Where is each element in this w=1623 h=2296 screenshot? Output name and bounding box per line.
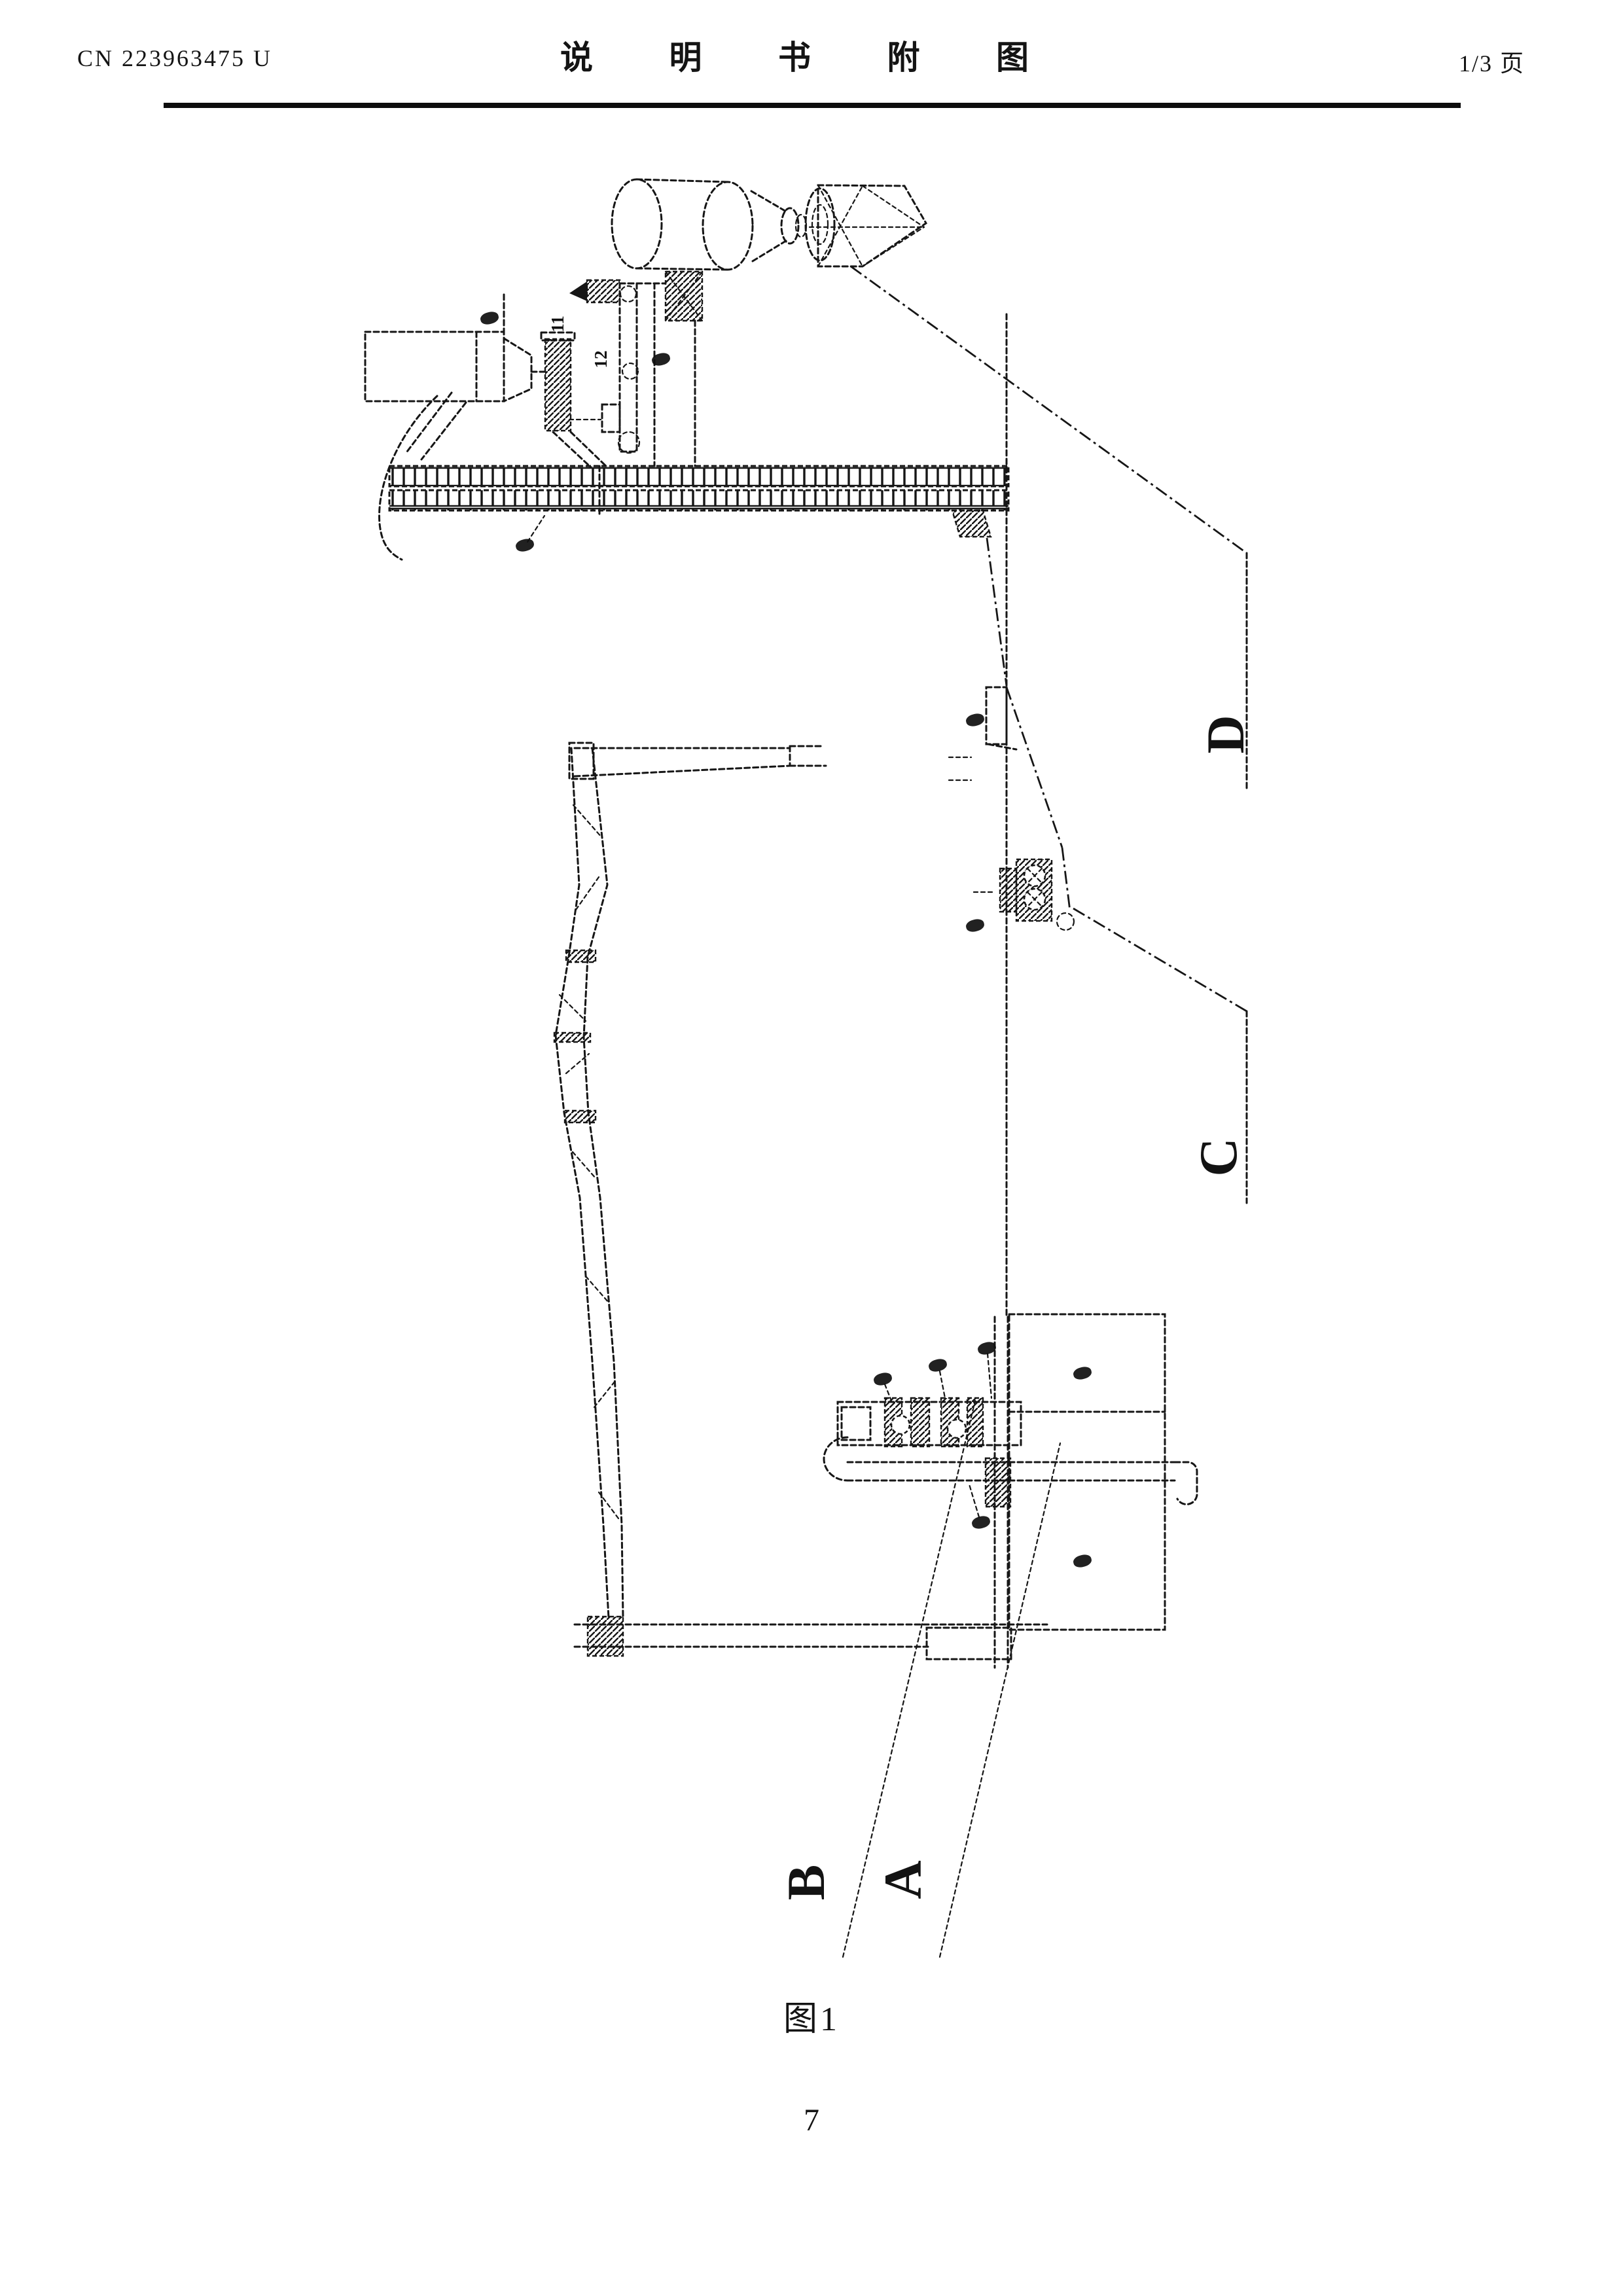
distribution-boom [553,742,827,1657]
feed-column [540,279,667,469]
equipment-box [1008,1313,1166,1631]
section-label-D: D [1196,715,1255,754]
page-title: 说 明 书 附 图 [560,39,1063,76]
pump-unit [364,293,546,561]
header-rule [164,103,1461,108]
winch-unit [836,1352,1022,1518]
delivery-pipe [823,1436,1198,1508]
section-label-A: A [873,1860,933,1899]
ref-numeral-12: 12 [590,350,611,368]
travel-rail [388,465,1010,687]
page-indicator: 1/3 页 [1458,50,1525,77]
base-rail [573,1623,1048,1660]
head-frame [804,184,927,268]
section-label-B: B [776,1864,836,1901]
section-label-C: C [1188,1138,1248,1177]
label-leaders [842,265,1248,1958]
figure-caption: 图1 [783,2001,840,2038]
hoist-trolley [948,686,1053,922]
mixing-drum [611,178,808,467]
ref-numeral-11: 11 [547,315,567,332]
document-number: CN 223963475 U [77,45,273,71]
page-number: 7 [804,2103,819,2138]
